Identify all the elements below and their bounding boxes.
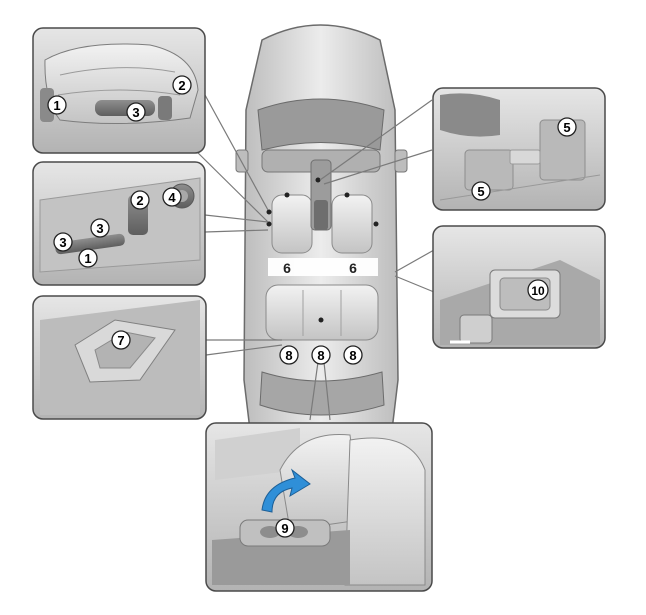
callout-badges: 1 2 3 2 4 3 3 1 — [47, 75, 577, 538]
callout-1: 1 — [47, 95, 67, 115]
svg-text:2: 2 — [136, 193, 143, 208]
seat-heater-buttons-icon — [439, 93, 601, 201]
panel-door-switch — [432, 225, 606, 349]
callout-3: 3 — [53, 232, 73, 252]
svg-text:3: 3 — [96, 221, 103, 236]
svg-text:8: 8 — [349, 348, 356, 363]
window-lock-icon — [440, 260, 600, 345]
svg-text:8: 8 — [285, 348, 292, 363]
callout-1: 1 — [78, 248, 98, 268]
callout-6: 6 — [349, 260, 357, 276]
svg-text:1: 1 — [53, 98, 60, 113]
svg-text:3: 3 — [132, 105, 139, 120]
seat-switch-panel-icon — [39, 177, 201, 273]
panel-seat-switches — [32, 161, 206, 286]
callout-2: 2 — [172, 75, 192, 95]
callout-6: 6 — [283, 260, 291, 276]
panel-rear-seat — [32, 295, 207, 420]
rear-seat-interior-icon — [212, 428, 426, 586]
callout-3: 3 — [126, 102, 146, 122]
svg-text:6: 6 — [283, 260, 291, 276]
svg-text:6: 6 — [349, 260, 357, 276]
callout-4: 4 — [162, 187, 182, 207]
svg-text:4: 4 — [168, 190, 176, 205]
callout-8: 8 — [279, 345, 299, 365]
svg-text:1: 1 — [84, 251, 91, 266]
svg-text:5: 5 — [563, 120, 570, 135]
svg-text:3: 3 — [59, 235, 66, 250]
callout-8: 8 — [343, 345, 363, 365]
seatback-fold-arrow-icon — [261, 468, 311, 513]
callout-2: 2 — [130, 190, 150, 210]
callout-10: 10 — [527, 279, 549, 301]
callout-9: 9 — [275, 518, 295, 538]
svg-text:8: 8 — [317, 348, 324, 363]
leader-lines — [189, 94, 435, 421]
svg-text:9: 9 — [281, 521, 288, 536]
rear-seat-button-icon — [40, 300, 200, 415]
callout-8: 8 — [311, 345, 331, 365]
svg-text:5: 5 — [477, 184, 484, 199]
panel-seat-heater — [432, 87, 606, 211]
svg-text:2: 2 — [178, 78, 185, 93]
callout-3: 3 — [90, 218, 110, 238]
car-top-view-icon — [235, 24, 408, 441]
callout-5: 5 — [557, 117, 577, 137]
svg-text:7: 7 — [117, 333, 124, 348]
panel-rear-interior — [205, 422, 433, 592]
callout-7: 7 — [111, 330, 131, 350]
callout-5: 5 — [471, 181, 491, 201]
svg-text:10: 10 — [531, 284, 545, 298]
panel-seat-side — [32, 27, 206, 154]
